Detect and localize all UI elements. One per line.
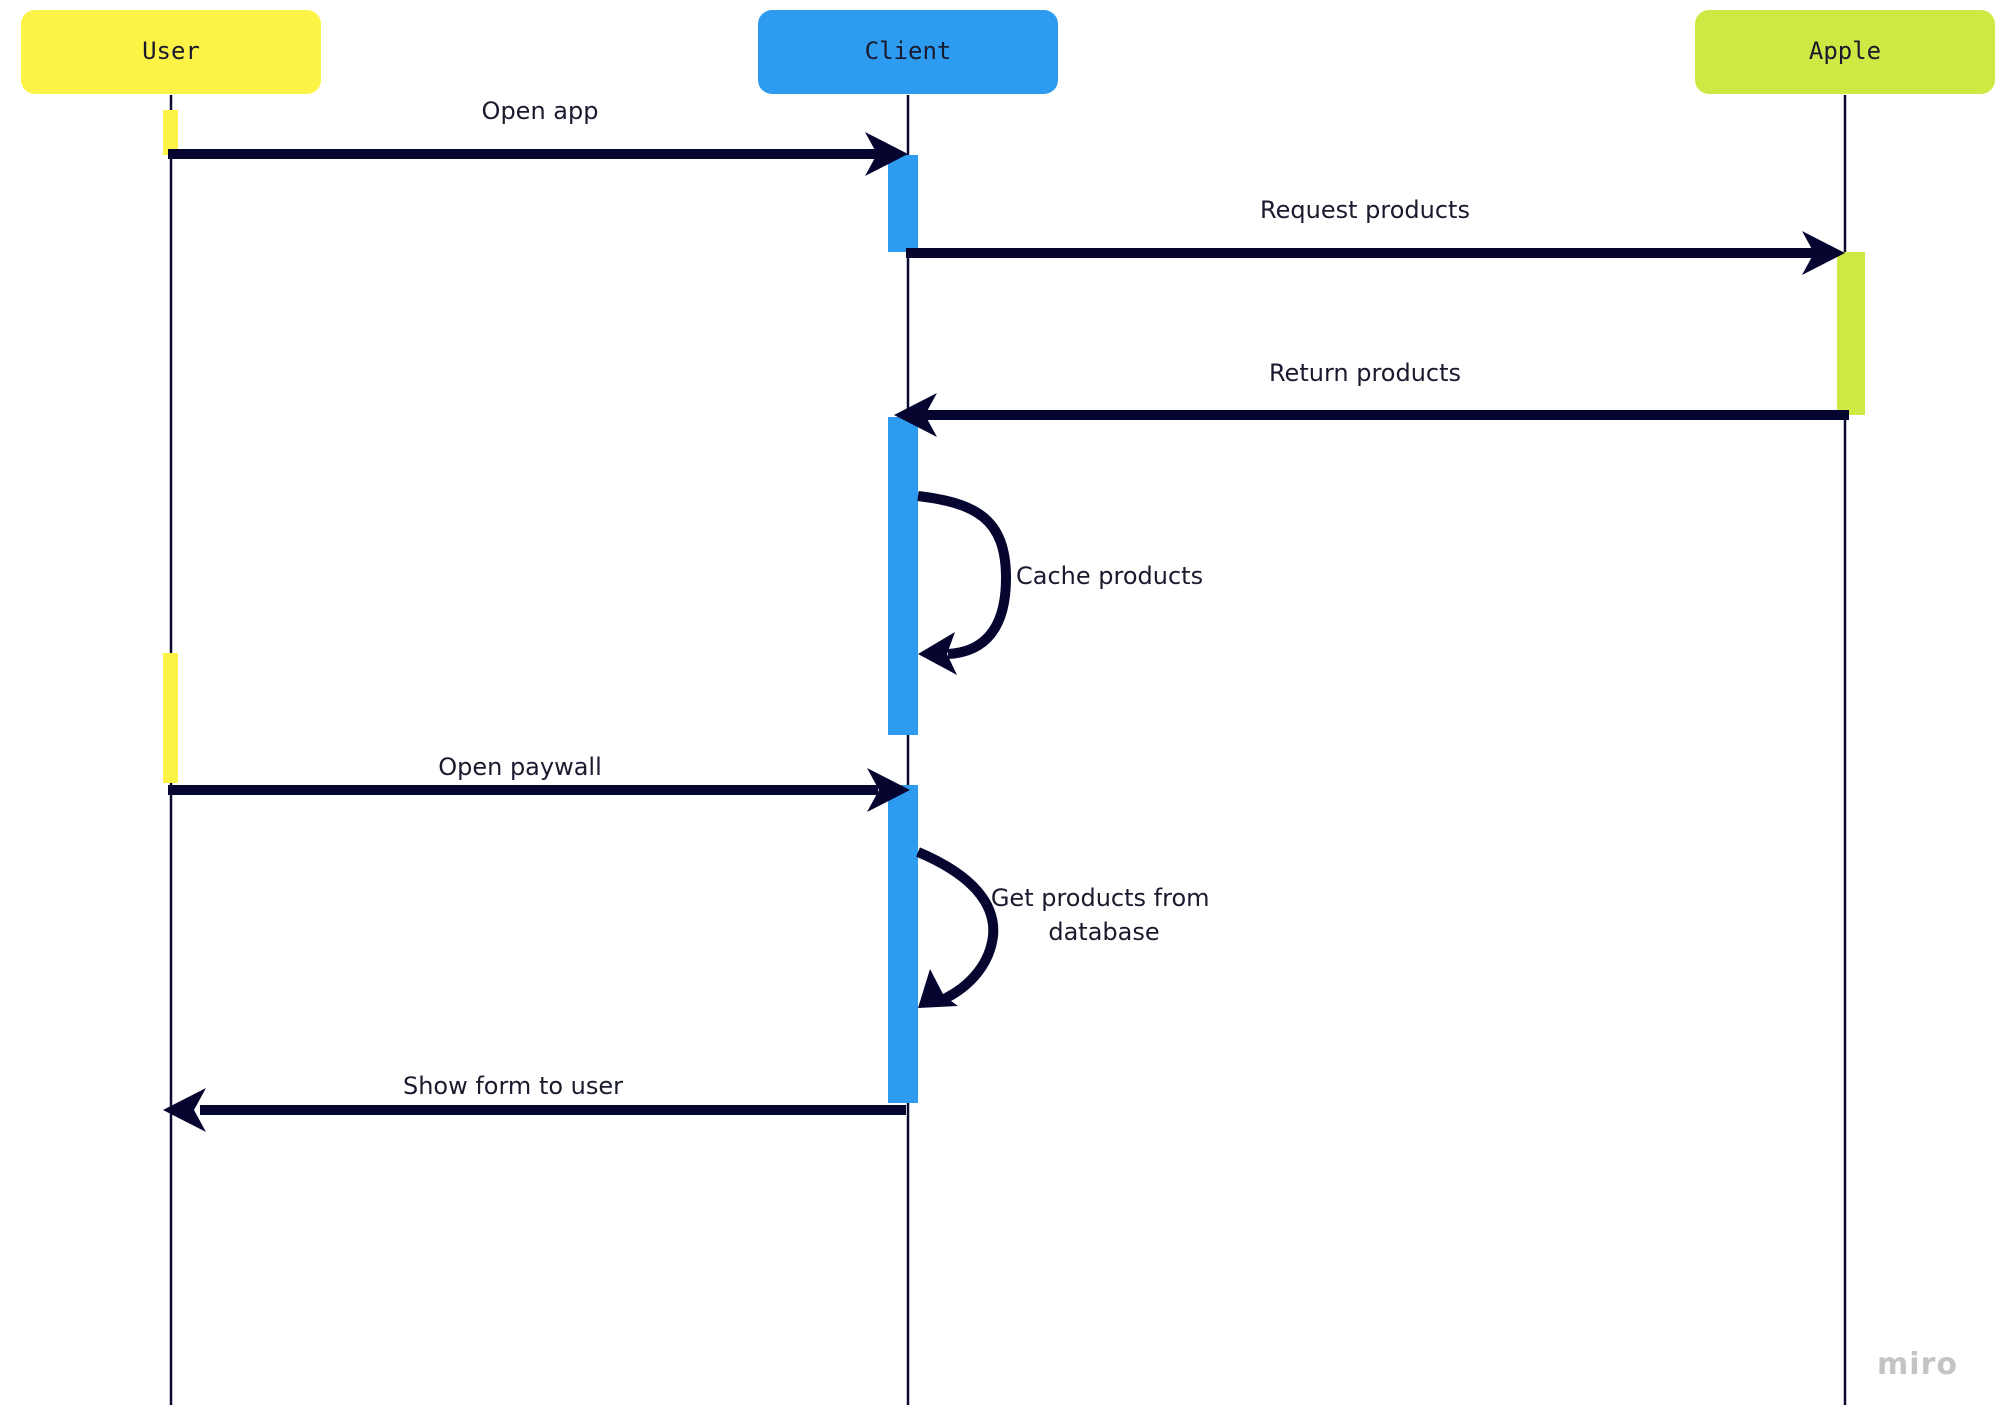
message-show-form-to-user[interactable]: Show form to user: [163, 1072, 906, 1132]
arrowhead-left-icon: [163, 1088, 206, 1132]
message-request-products[interactable]: Request products: [906, 196, 1845, 275]
message-open-paywall-label: Open paywall: [438, 753, 602, 781]
actor-apple[interactable]: Apple: [1695, 10, 1995, 94]
message-return-products[interactable]: Return products: [894, 359, 1849, 437]
message-open-app-label: Open app: [482, 97, 599, 125]
activation-user-1: [163, 110, 178, 155]
message-get-products-from-database-label-line-2: database: [1048, 918, 1159, 946]
arrowhead-right-icon: [865, 132, 908, 176]
arrowhead-right-icon: [867, 768, 910, 812]
message-get-products-from-database[interactable]: Get products from database: [916, 847, 1217, 1008]
activation-apple-1: [1837, 252, 1865, 415]
message-open-app[interactable]: Open app: [168, 97, 908, 176]
message-return-products-label: Return products: [1269, 359, 1461, 387]
message-cache-products[interactable]: Cache products: [917, 491, 1203, 675]
actor-client-label: Client: [865, 37, 952, 65]
activation-client-3: [888, 785, 918, 1103]
activation-user-2: [163, 653, 178, 783]
arrowhead-left-icon: [918, 632, 957, 675]
arrowhead-left-icon: [894, 393, 937, 437]
message-get-products-from-database-label: Get products from database: [991, 884, 1217, 946]
arrowhead-down-left-icon: [918, 969, 958, 1008]
miro-watermark: miro: [1877, 1347, 1958, 1382]
activation-client-1: [888, 155, 918, 252]
actor-user[interactable]: User: [21, 10, 321, 94]
arrowhead-right-icon: [1802, 231, 1845, 275]
message-open-paywall[interactable]: Open paywall: [168, 753, 910, 812]
actor-client[interactable]: Client: [758, 10, 1058, 94]
message-request-products-label: Request products: [1260, 196, 1470, 224]
message-cache-products-label: Cache products: [1016, 562, 1203, 590]
message-get-products-from-database-label-line-1: Get products from: [991, 884, 1210, 912]
message-show-form-to-user-label: Show form to user: [403, 1072, 623, 1100]
actor-user-label: User: [142, 37, 200, 65]
activation-client-2: [888, 417, 918, 735]
actor-apple-label: Apple: [1809, 37, 1881, 65]
